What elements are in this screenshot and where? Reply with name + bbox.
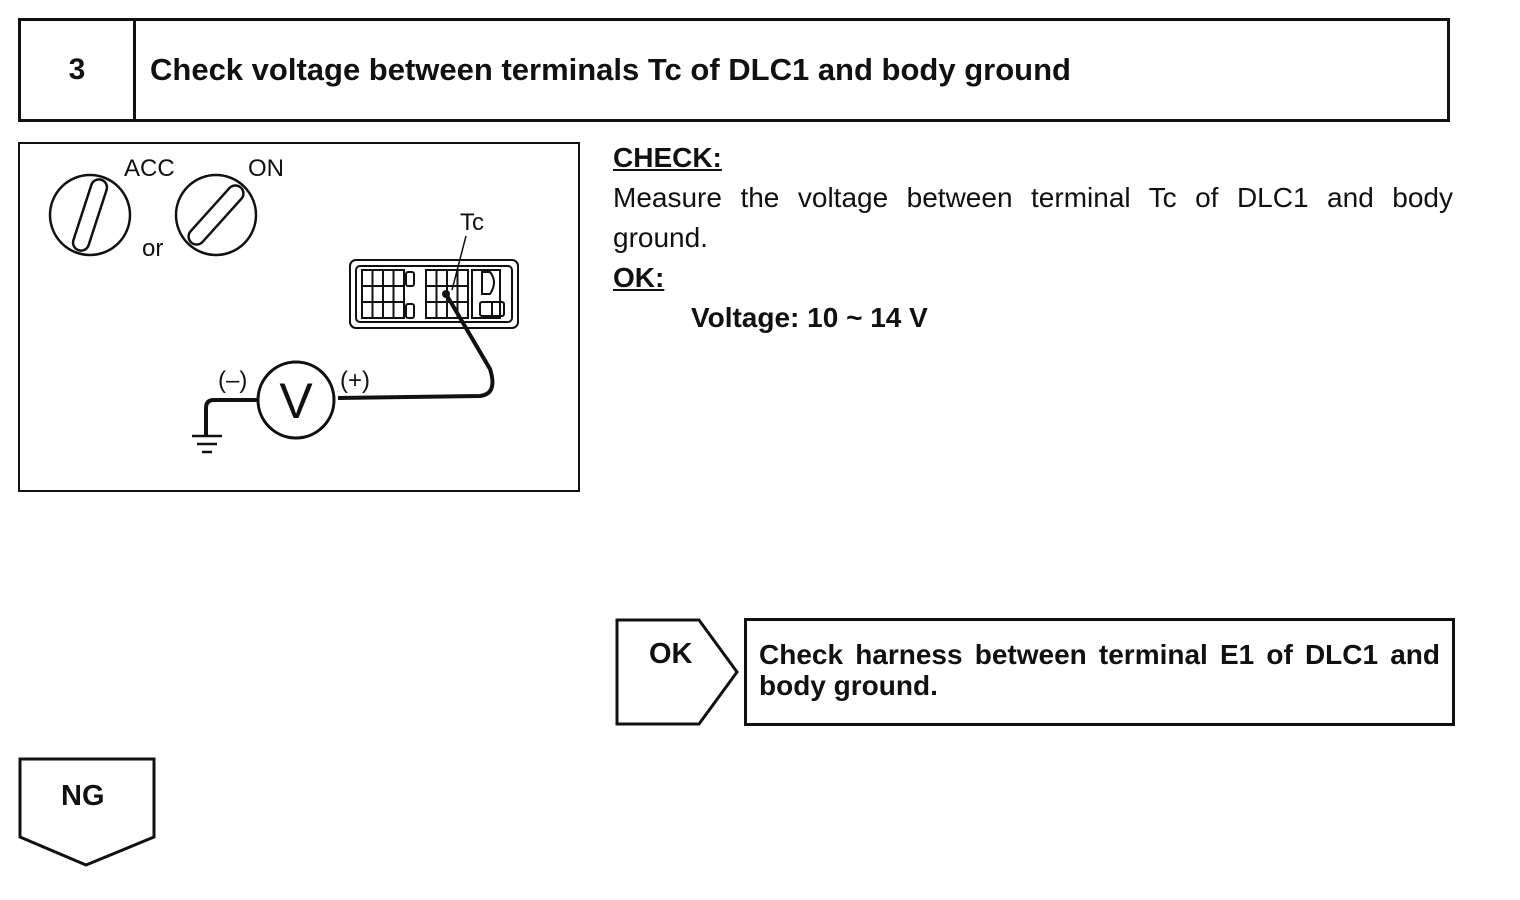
ok-branch-label: OK (649, 638, 693, 670)
voltage-spec: Voltage: 10 ~ 14 V (691, 302, 928, 333)
ok-arrow-icon (615, 618, 739, 726)
ok-heading: OK: (613, 262, 665, 293)
ok-result-text: Check harness between terminal E1 of DLC… (759, 639, 1440, 701)
or-label: or (142, 235, 163, 262)
dlc1-connector-icon (349, 259, 519, 329)
ng-arrow-icon (18, 757, 156, 867)
ok-result-box: Check harness between terminal E1 of DLC… (744, 618, 1455, 726)
voltmeter-icon: V (256, 360, 336, 440)
test-illustration: ACC ON or Tc (18, 142, 580, 492)
check-heading: CHECK: (613, 142, 722, 173)
test-illustration-drawing: ACC ON or Tc (48, 155, 519, 454)
plus-label: (+) (340, 367, 370, 394)
step-title: Check voltage between terminals Tc of DL… (150, 52, 1071, 87)
minus-label: (–) (218, 367, 247, 394)
ignition-key-on-icon (174, 173, 258, 257)
check-instructions: CHECK: Measure the voltage between termi… (613, 138, 1453, 338)
step-header: 3 Check voltage between terminals Tc of … (18, 18, 1450, 122)
step-number: 3 (21, 21, 136, 119)
ignition-key-acc-icon (48, 173, 132, 257)
key-acc-label: ACC (124, 155, 175, 182)
ng-branch-label: NG (61, 780, 105, 812)
terminal-tc-label: Tc (460, 209, 484, 236)
key-on-label: ON (248, 155, 284, 182)
ground-symbol-icon (192, 434, 222, 454)
check-text: Measure the voltage between terminal Tc … (613, 182, 1453, 253)
meter-symbol: V (279, 373, 313, 429)
